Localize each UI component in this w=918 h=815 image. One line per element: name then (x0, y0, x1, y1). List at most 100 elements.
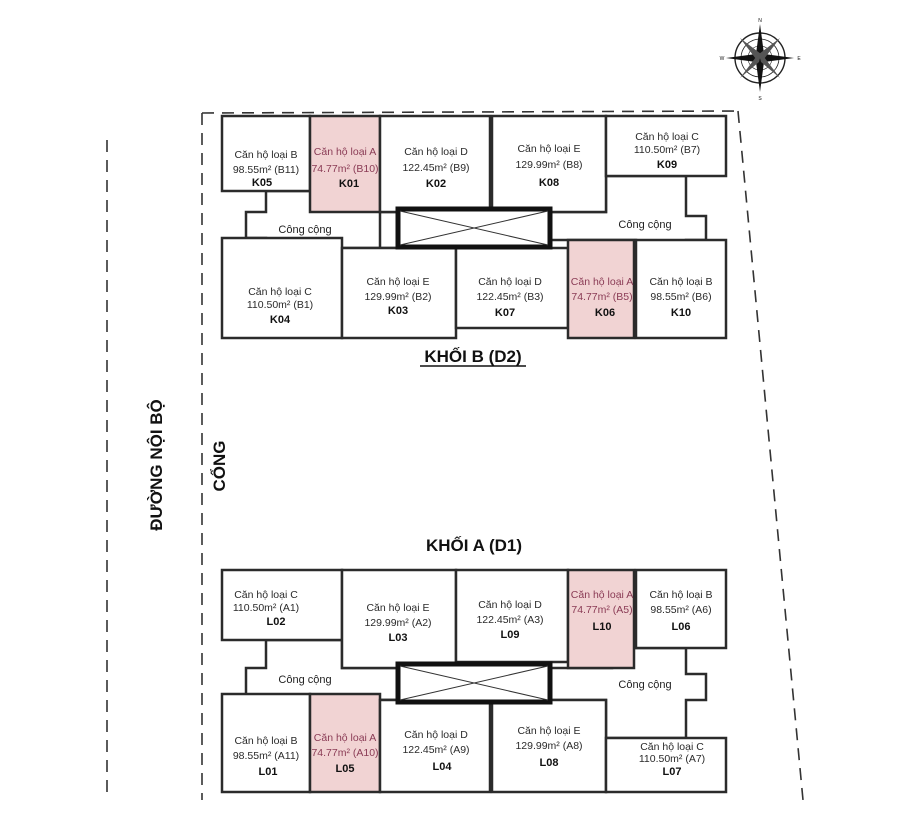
compass-west-label: W (720, 56, 725, 62)
block-b-stair-core (395, 206, 553, 250)
svg-text:98.55m² (B6): 98.55m² (B6) (650, 291, 711, 303)
block-a-stair-core (395, 661, 553, 705)
unit-K08 (490, 114, 608, 214)
svg-text:Căn hộ loại C: Căn hộ loại C (234, 589, 298, 601)
svg-text:74.77m² (A5): 74.77m² (A5) (571, 604, 632, 616)
block-b: Công cộng Công cộng Căn hộ loại B 98.55m… (220, 114, 728, 367)
svg-text:129.99m² (A2): 129.99m² (A2) (364, 617, 431, 629)
svg-text:98.55m² (A11): 98.55m² (A11) (233, 750, 299, 762)
unit-K06 (566, 238, 636, 340)
svg-text:Căn hộ loại C: Căn hộ loại C (635, 131, 699, 143)
svg-text:K07: K07 (495, 307, 515, 319)
unit-label-L03: Căn hộ loại E 129.99m² (A2) L03 (364, 602, 431, 644)
svg-text:98.55m² (B11): 98.55m² (B11) (233, 164, 299, 176)
compass-east-label: E (797, 56, 801, 62)
unit-label-L04: Căn hộ loại D 122.45m² (A9) L04 (402, 729, 469, 773)
svg-text:L10: L10 (593, 621, 612, 633)
svg-text:L06: L06 (672, 621, 691, 633)
svg-text:L01: L01 (259, 766, 278, 778)
svg-text:Căn hộ loại D: Căn hộ loại D (404, 146, 468, 158)
svg-text:110.50m² (B7): 110.50m² (B7) (634, 144, 700, 156)
unit-label-L01: Căn hộ loại B 98.55m² (A11) L01 (233, 735, 299, 778)
svg-text:129.99m² (B2): 129.99m² (B2) (364, 291, 431, 303)
unit-K05 (220, 114, 312, 193)
unit-label-L02: Căn hộ loại C 110.50m² (A1) L02 (233, 589, 299, 628)
svg-text:98.55m² (A6): 98.55m² (A6) (650, 604, 711, 616)
internal-road-label: ĐƯỜNG NỘI BỘ (147, 399, 166, 531)
svg-text:110.50m² (A1): 110.50m² (A1) (233, 602, 299, 614)
svg-text:K06: K06 (595, 307, 615, 319)
svg-text:Căn hộ loại E: Căn hộ loại E (517, 725, 580, 737)
svg-text:K02: K02 (426, 178, 446, 190)
svg-text:Căn hộ loại C: Căn hộ loại C (248, 286, 312, 298)
unit-L06 (634, 568, 728, 650)
unit-label-K02: Căn hộ loại D 122.45m² (B9) K02 (402, 146, 469, 190)
svg-text:74.77m² (A10): 74.77m² (A10) (311, 747, 378, 759)
unit-L05 (308, 692, 382, 794)
unit-L04 (378, 698, 492, 794)
unit-label-K03: Căn hộ loại E 129.99m² (B2) K03 (364, 276, 431, 317)
svg-text:L04: L04 (433, 761, 453, 773)
unit-L07 (604, 736, 728, 794)
site-boundary (106, 110, 804, 801)
block-b-common-right-label: Công cộng (618, 219, 671, 231)
svg-text:122.45m² (A3): 122.45m² (A3) (476, 614, 543, 626)
svg-text:Căn hộ loại E: Căn hộ loại E (366, 276, 429, 288)
svg-text:Căn hộ loại D: Căn hộ loại D (478, 276, 542, 288)
unit-label-K10: Căn hộ loại B 98.55m² (B6) K10 (649, 276, 712, 319)
unit-L10 (566, 568, 636, 670)
svg-text:122.45m² (A9): 122.45m² (A9) (402, 744, 469, 756)
svg-text:74.77m² (B5): 74.77m² (B5) (571, 291, 632, 303)
block-a-title: KHỐI A (D1) (426, 535, 522, 555)
compass-rose-icon: N S W E (720, 18, 802, 102)
compass-north-label: N (758, 18, 762, 24)
block-a-common-right-label: Công cộng (618, 679, 671, 691)
unit-K03 (340, 246, 458, 340)
svg-text:129.99m² (B8): 129.99m² (B8) (515, 159, 582, 171)
unit-label-K05: Căn hộ loại B 98.55m² (B11) K05 (233, 149, 299, 189)
unit-label-K01: Căn hộ loại A 74.77m² (B10) K01 (311, 146, 378, 190)
unit-label-K09: Căn hộ loại C 110.50m² (B7) K09 (634, 131, 700, 171)
svg-text:L07: L07 (663, 766, 682, 778)
svg-text:Căn hộ loại A: Căn hộ loại A (314, 732, 376, 744)
svg-text:L08: L08 (540, 757, 559, 769)
svg-text:K08: K08 (539, 177, 559, 189)
svg-text:122.45m² (B9): 122.45m² (B9) (402, 162, 469, 174)
unit-label-L05: Căn hộ loại A 74.77m² (A10) L05 (311, 732, 378, 775)
block-a-common-left-label: Công cộng (278, 674, 331, 686)
unit-label-K06: Căn hộ loại A 74.77m² (B5) K06 (571, 276, 633, 319)
block-b-title: KHỐI B (D2) (424, 346, 521, 366)
svg-text:Căn hộ loại C: Căn hộ loại C (640, 741, 704, 753)
svg-text:Căn hộ loại A: Căn hộ loại A (571, 589, 633, 601)
svg-text:L03: L03 (389, 632, 408, 644)
svg-text:Căn hộ loại A: Căn hộ loại A (314, 146, 376, 158)
svg-text:Căn hộ loại D: Căn hộ loại D (478, 599, 542, 611)
unit-L02 (220, 568, 344, 642)
unit-label-K07: Căn hộ loại D 122.45m² (B3) K07 (476, 276, 543, 319)
svg-text:K01: K01 (339, 178, 359, 190)
svg-text:122.45m² (B3): 122.45m² (B3) (476, 291, 543, 303)
unit-label-K08: Căn hộ loại E 129.99m² (B8) K08 (515, 143, 582, 189)
unit-label-L10: Căn hộ loại A 74.77m² (A5) L10 (571, 589, 633, 633)
svg-text:129.99m² (A8): 129.99m² (A8) (515, 740, 582, 752)
svg-text:110.50m² (A7): 110.50m² (A7) (639, 753, 705, 765)
svg-text:Căn hộ loại B: Căn hộ loại B (649, 589, 712, 601)
svg-text:Căn hộ loại B: Căn hộ loại B (234, 735, 297, 747)
svg-text:K10: K10 (671, 307, 691, 319)
svg-text:K05: K05 (252, 177, 272, 189)
svg-text:K09: K09 (657, 159, 677, 171)
unit-label-L06: Căn hộ loại B 98.55m² (A6) L06 (649, 589, 712, 633)
svg-text:Căn hộ loại E: Căn hộ loại E (366, 602, 429, 614)
svg-text:L05: L05 (336, 763, 355, 775)
svg-text:K03: K03 (388, 305, 408, 317)
svg-text:74.77m² (B10): 74.77m² (B10) (311, 163, 378, 175)
svg-text:K04: K04 (270, 314, 291, 326)
svg-text:110.50m² (B1): 110.50m² (B1) (247, 299, 313, 311)
gate-label: CỔNG (210, 441, 229, 492)
unit-K10 (634, 238, 728, 340)
unit-label-L07: Căn hộ loại C 110.50m² (A7) L07 (639, 741, 705, 778)
unit-label-L09: Căn hộ loại D 122.45m² (A3) L09 (476, 599, 543, 641)
svg-text:L02: L02 (267, 616, 286, 628)
boundary-top (201, 110, 739, 114)
